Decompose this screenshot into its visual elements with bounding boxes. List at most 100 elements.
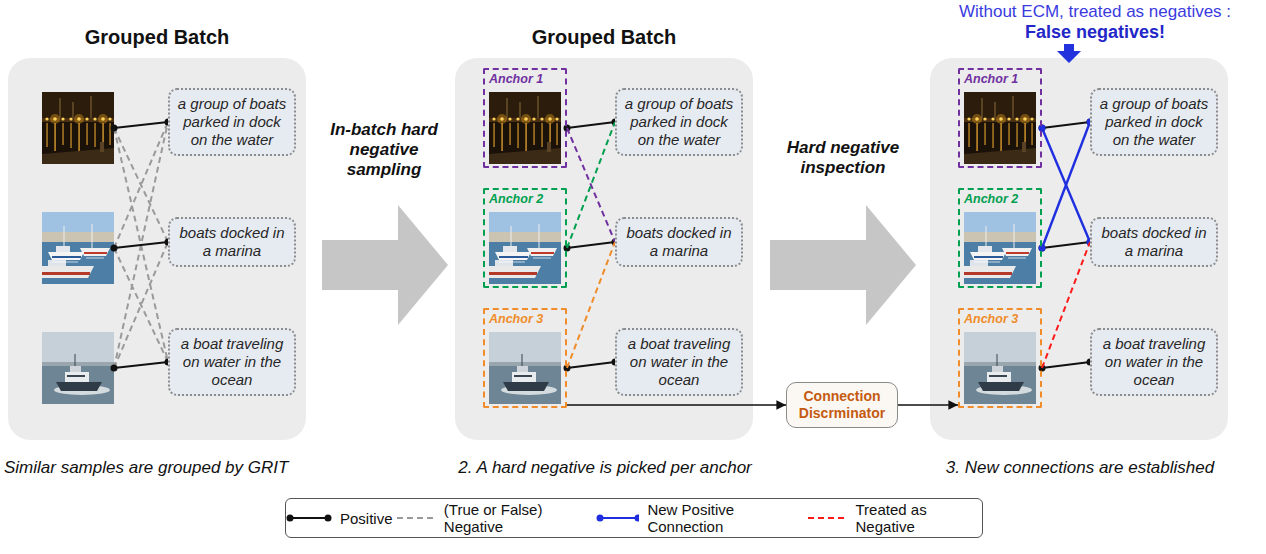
- caption-box: a group of boats parked in dock on the w…: [615, 88, 743, 156]
- legend-line: [397, 517, 435, 519]
- callout-text: False negatives!: [930, 22, 1260, 43]
- connector-line: [1042, 362, 1090, 368]
- connector-line: [567, 122, 615, 128]
- callout-arrow: [1057, 44, 1081, 63]
- caption-box: boats docked in a marina: [615, 217, 743, 267]
- legend-dot: [635, 515, 640, 522]
- legend-dot: [287, 515, 294, 522]
- connector-dot: [1039, 245, 1046, 252]
- connector-line: [1042, 122, 1090, 248]
- node-text: a group of boats parked in dock on the w…: [176, 95, 288, 149]
- connector-line: [567, 242, 615, 368]
- anchor-label: Anchor 2: [960, 190, 1040, 207]
- photo: [964, 332, 1036, 404]
- connector: [567, 242, 615, 368]
- legend-item: Treated as Negative: [804, 501, 982, 535]
- photo: [964, 212, 1036, 284]
- connector-line: [567, 242, 615, 248]
- block-arrow: [770, 205, 916, 325]
- connector: [564, 359, 619, 372]
- photo: [42, 332, 114, 404]
- panel-heading: Grouped Batch: [455, 26, 753, 49]
- legend-sample: [393, 512, 436, 524]
- connector: [567, 405, 786, 406]
- step-caption: Similar samples are grouped by GRIT: [4, 458, 334, 478]
- connector: [567, 128, 615, 242]
- node-text: a boat traveling on water in the ocean: [176, 335, 288, 389]
- anchor-label: Anchor 3: [960, 310, 1040, 327]
- connector: [1039, 119, 1094, 132]
- node-text: Connection Discrminator: [793, 388, 891, 422]
- connector-line: [567, 122, 615, 248]
- photo: [489, 332, 561, 404]
- line-dots: [111, 119, 172, 372]
- node-text: a group of boats parked in dock on the w…: [623, 95, 735, 149]
- caption-box: a group of boats parked in dock on the w…: [1090, 88, 1218, 156]
- legend-line: [600, 517, 638, 519]
- step-caption: 3. New connections are established: [915, 458, 1245, 478]
- anchor-label: Anchor 3: [485, 310, 565, 327]
- node-text: boats docked in a marina: [176, 224, 288, 260]
- legend-item: Positive: [286, 510, 393, 527]
- caption-box: a boat traveling on water in the ocean: [615, 328, 743, 396]
- legend-item: New Positive Connection: [596, 501, 804, 535]
- connector-line: [1042, 242, 1090, 368]
- legend-text: New Positive Connection: [647, 501, 804, 535]
- legend-line: [808, 517, 846, 519]
- node-text: boats docked in a marina: [1098, 224, 1210, 260]
- node-text: a boat traveling on water in the ocean: [623, 335, 735, 389]
- legend-item: (True or False) Negative: [393, 501, 597, 535]
- photo: [489, 212, 561, 284]
- block-arrow: [322, 205, 448, 325]
- legend-text: Treated as Negative: [856, 501, 982, 535]
- callout-text: Without ECM, treated as negatives :: [930, 2, 1260, 22]
- caption-box: a boat traveling on water in the ocean: [1090, 328, 1218, 396]
- connector: [1039, 359, 1094, 372]
- connector: [1039, 119, 1094, 252]
- discriminator-box: Connection Discrminator: [786, 382, 898, 428]
- positive-lines: [114, 122, 168, 368]
- anchor-box: Anchor 2: [483, 188, 567, 288]
- connector-line: [1042, 122, 1090, 128]
- connector-line: [1042, 242, 1090, 248]
- connector-line: [567, 404, 786, 406]
- legend-text: (True or False) Negative: [444, 501, 596, 535]
- legend-dot: [325, 515, 332, 522]
- panel: [8, 58, 306, 440]
- legend-line: [290, 517, 328, 519]
- legend-box: Positive (True or False) Negative New Posi…: [285, 498, 983, 538]
- node-text: a boat traveling on water in the ocean: [1098, 335, 1210, 389]
- anchor-box: Anchor 1: [483, 68, 567, 168]
- connector-line: [898, 404, 958, 406]
- step-caption: 2. A hard negative is picked per anchor: [440, 458, 770, 478]
- legend-sample: [286, 512, 332, 524]
- legend-dot: [597, 515, 604, 522]
- legend-sample: [596, 512, 639, 524]
- photo: [42, 212, 114, 284]
- step-label: Hard negative inspection: [777, 138, 909, 178]
- connector: [1042, 242, 1090, 368]
- anchor-box: Anchor 3: [483, 308, 567, 408]
- anchor-label: Anchor 2: [485, 190, 565, 207]
- connector: [564, 119, 619, 132]
- anchor-label: Anchor 1: [485, 70, 565, 87]
- legend-text: Positive: [340, 510, 393, 527]
- connector-line: [567, 362, 615, 368]
- caption-box: boats docked in a marina: [168, 217, 296, 267]
- panel: [455, 58, 753, 440]
- caption-box: a boat traveling on water in the ocean: [168, 328, 296, 396]
- connector-dot: [1039, 245, 1046, 252]
- legend-sample: [804, 512, 847, 524]
- node-text: a group of boats parked in dock on the w…: [1098, 95, 1210, 149]
- photo: [42, 92, 114, 164]
- panel: [930, 58, 1228, 440]
- anchor-box: Anchor 3: [958, 308, 1042, 408]
- anchor-label: Anchor 1: [960, 70, 1040, 87]
- caption-box: boats docked in a marina: [1090, 217, 1218, 267]
- connector: [1039, 239, 1094, 252]
- connector-dot: [1039, 125, 1046, 132]
- connector: [564, 239, 619, 252]
- node-text: boats docked in a marina: [623, 224, 735, 260]
- connector: [898, 405, 958, 406]
